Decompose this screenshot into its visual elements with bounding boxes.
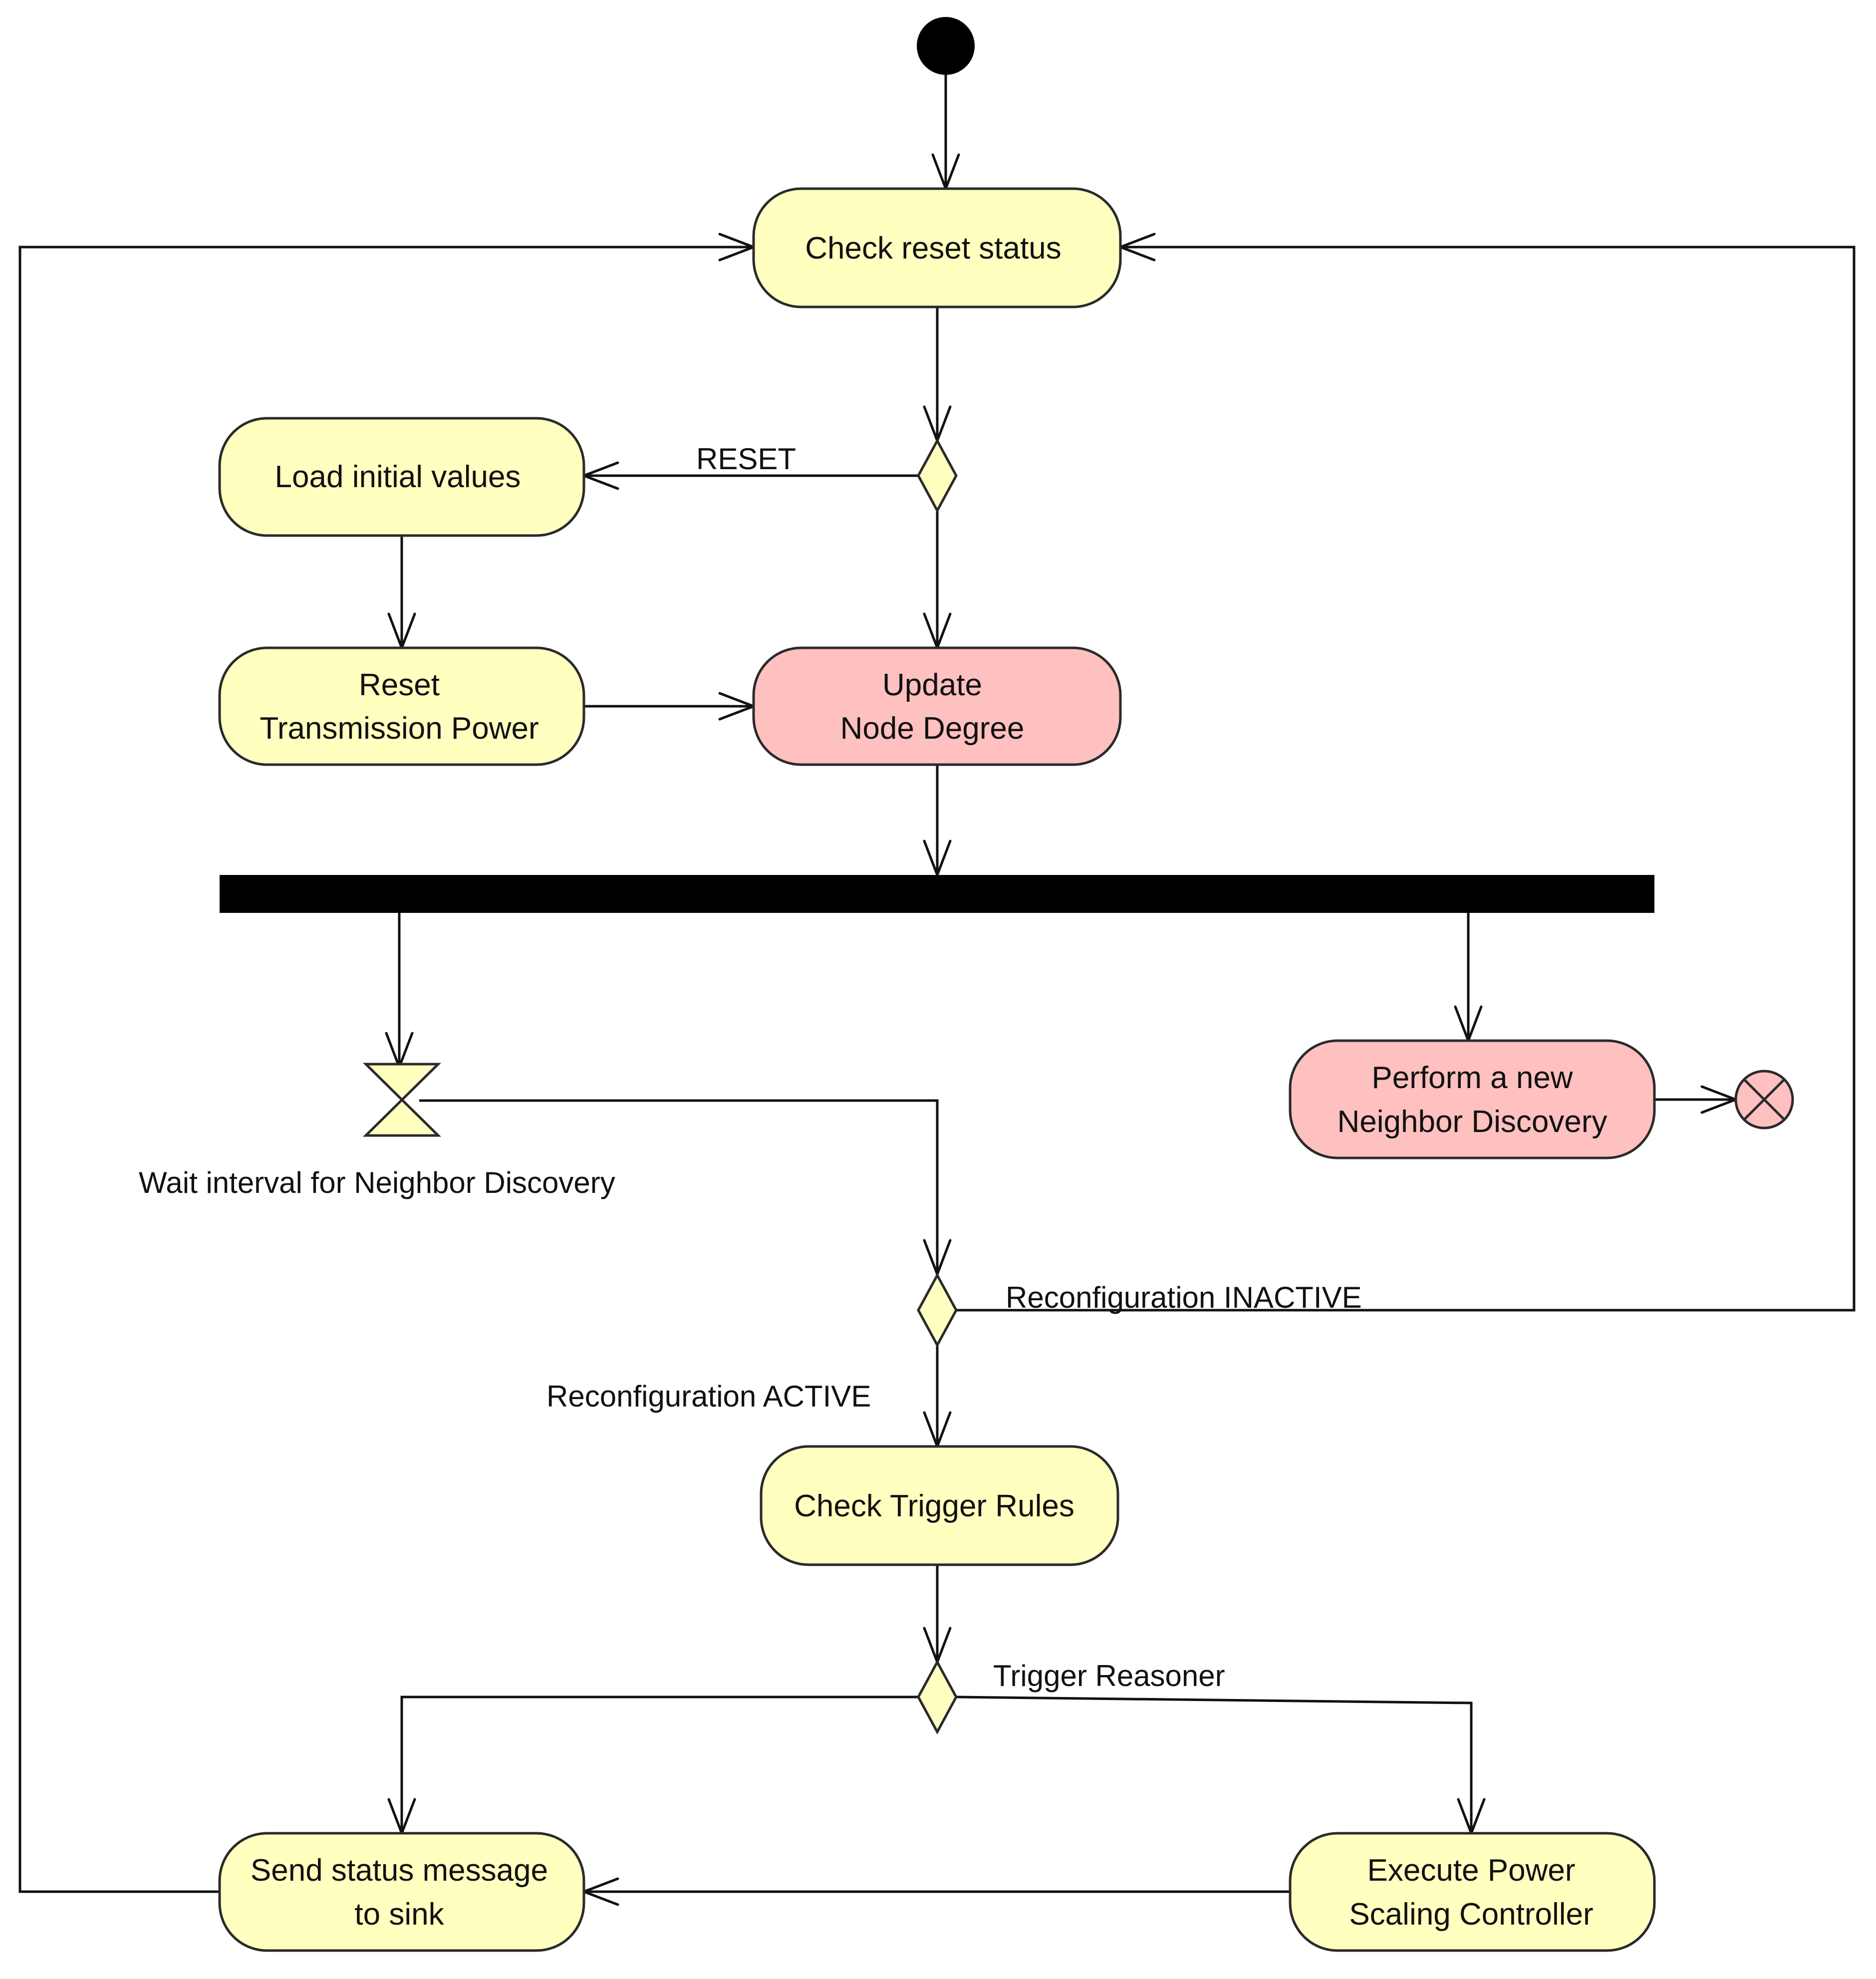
flow-final-icon (1734, 1070, 1794, 1130)
edge-inactive-loop (956, 246, 1856, 1312)
action-label: Scaling Controller (1349, 1897, 1593, 1932)
guard-trigger-reasoner: Trigger Reasoner (993, 1659, 1225, 1693)
action-execute-power-scaling: Execute Power Scaling Controller (1289, 1832, 1656, 1952)
action-label: Perform a new (1371, 1061, 1573, 1095)
action-label: Node Degree (840, 711, 1025, 746)
action-label: Reset (359, 668, 440, 702)
action-update-node-degree: Update Node Degree (752, 646, 1122, 766)
action-label: Check reset status (805, 231, 1061, 266)
action-label: to sink (354, 1897, 444, 1932)
decision-reconfiguration (917, 1272, 958, 1348)
action-label: Transmission Power (260, 711, 538, 746)
edges (18, 75, 1856, 1906)
fork-bar (220, 875, 1654, 913)
action-label: Execute Power (1367, 1853, 1576, 1888)
action-label: Load initial values (275, 460, 521, 494)
edge-decision-to-exec-power (956, 1696, 1473, 1833)
action-check-trigger-rules: Check Trigger Rules (760, 1445, 1119, 1566)
action-label: Update (882, 668, 982, 702)
decision-trigger (917, 1659, 958, 1735)
action-label: Neighbor Discovery (1338, 1105, 1608, 1139)
edge-send-status-loop (18, 246, 754, 1893)
guard-reconfiguration-active: Reconfiguration ACTIVE (546, 1380, 871, 1413)
action-load-initial-values: Load initial values (218, 417, 585, 537)
action-label: Check Trigger Rules (794, 1489, 1074, 1523)
wait-label: Wait interval for Neighbor Discovery (139, 1166, 615, 1199)
edge-wait-to-decision (419, 1099, 939, 1274)
action-perform-neighbor-discovery: Perform a new Neighbor Discovery (1289, 1039, 1656, 1159)
action-send-status-message: Send status message to sink (218, 1832, 585, 1952)
hourglass-icon (362, 1063, 442, 1137)
guard-reset: RESET (696, 442, 796, 476)
action-label: Send status message (251, 1853, 548, 1888)
guard-reconfiguration-inactive: Reconfiguration INACTIVE (1006, 1281, 1362, 1314)
action-check-reset-status: Check reset status (752, 187, 1122, 308)
decision-reset (917, 438, 958, 514)
edge-decision-to-send-status (400, 1696, 918, 1833)
action-reset-transmission-power: Reset Transmission Power (218, 646, 585, 766)
initial-node (917, 17, 975, 75)
